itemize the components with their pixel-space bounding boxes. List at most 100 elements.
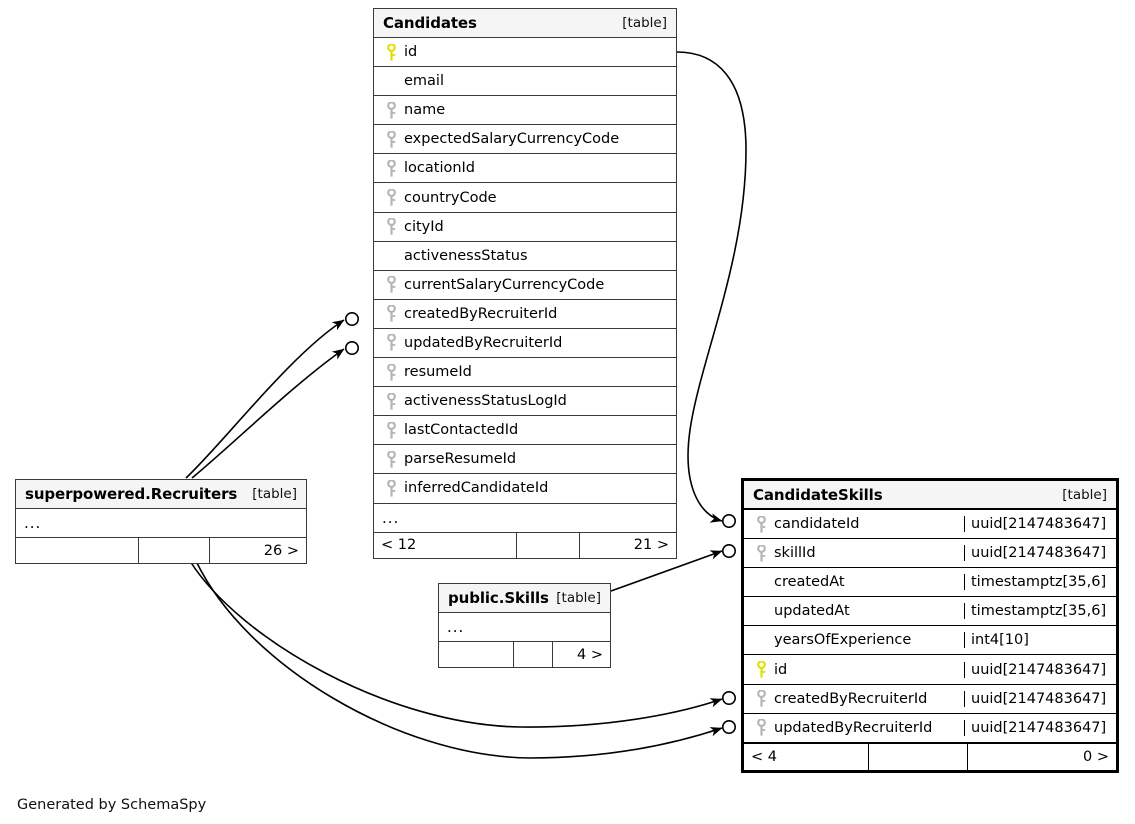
table-row[interactable]: currentSalaryCurrencyCode	[374, 271, 676, 300]
table-row[interactable]: inferredCandidateId	[374, 474, 676, 504]
table-row[interactable]: cityId	[374, 213, 676, 242]
column-cell: yearsOfExperience	[744, 632, 964, 648]
table-row[interactable]: countryCode	[374, 183, 676, 213]
column-cell: activenessStatusLogId	[374, 392, 676, 410]
table-row[interactable]: updatedByRecruiterId	[374, 329, 676, 359]
footer-left-count	[439, 642, 513, 667]
primary-key-icon	[752, 661, 770, 678]
footer-right-count[interactable]: 0 >	[1083, 748, 1109, 765]
column-cell: countryCode	[374, 189, 676, 206]
table-candidates-header: Candidates [table]	[374, 9, 676, 38]
footer-right-count[interactable]: 26 >	[263, 542, 299, 559]
table-row[interactable]: lastContactedId	[374, 416, 676, 446]
column-name: createdByRecruiterId	[404, 305, 558, 322]
column-cell: name	[374, 101, 676, 119]
table-row[interactable]: yearsOfExperience int4[10]	[744, 626, 1116, 656]
foreign-key-icon	[382, 479, 400, 497]
column-cell: resumeId	[374, 363, 676, 381]
column-type: uuid[2147483647]	[964, 719, 1116, 736]
column-name: activenessStatus	[404, 247, 528, 264]
table-row[interactable]: updatedByRecruiterId uuid[2147483647]	[744, 714, 1116, 743]
table-row[interactable]: locationId	[374, 154, 676, 184]
table-row[interactable]: expectedSalaryCurrencyCode	[374, 125, 676, 155]
table-skills-tag: [table]	[556, 590, 601, 606]
column-cell: id	[374, 43, 676, 61]
foreign-key-icon	[752, 719, 770, 736]
column-name: locationId	[404, 160, 476, 177]
footer-middle	[513, 642, 553, 667]
table-candidateskills[interactable]: CandidateSkills [table] candidateId uuid…	[741, 478, 1119, 773]
column-cell: createdByRecruiterId	[744, 690, 964, 707]
footer-left-count[interactable]: < 4	[751, 748, 777, 765]
footer-right-count[interactable]: 4 >	[577, 646, 603, 663]
column-name: updatedByRecruiterId	[774, 719, 933, 736]
column-cell: email	[374, 73, 676, 89]
column-name: parseResumeId	[404, 451, 517, 468]
table-row[interactable]: parseResumeId	[374, 445, 676, 475]
footer-right-count[interactable]: 21 >	[633, 537, 669, 553]
foreign-key-icon	[382, 276, 400, 293]
column-cell: createdByRecruiterId	[374, 305, 676, 322]
column-cell: updatedByRecruiterId	[744, 719, 964, 736]
table-row[interactable]: updatedAt timestamptz[35,6]	[744, 597, 1116, 627]
column-cell: skillId	[744, 544, 964, 562]
column-name: yearsOfExperience	[774, 632, 912, 649]
table-candidates-tag: [table]	[622, 15, 667, 31]
column-cell: cityId	[374, 218, 676, 235]
table-row[interactable]: createdByRecruiterId	[374, 300, 676, 329]
column-cell: id	[744, 661, 964, 678]
column-type: uuid[2147483647]	[964, 690, 1116, 707]
column-cell: activenessStatus	[374, 248, 676, 264]
column-cell: currentSalaryCurrencyCode	[374, 276, 676, 293]
foreign-key-icon	[752, 544, 770, 562]
column-cell: createdAt	[744, 574, 964, 590]
table-row[interactable]: createdByRecruiterId uuid[2147483647]	[744, 685, 1116, 714]
table-skills[interactable]: public.Skills [table] ... 4 >	[438, 583, 611, 668]
column-name: inferredCandidateId	[404, 480, 549, 497]
table-row[interactable]: activenessStatus	[374, 242, 676, 271]
more-columns-indicator: ...	[439, 613, 610, 642]
table-row[interactable]: resumeId	[374, 358, 676, 388]
column-name: currentSalaryCurrencyCode	[404, 276, 605, 293]
table-candidates-title: Candidates	[383, 14, 477, 32]
column-name: activenessStatusLogId	[404, 393, 567, 410]
foreign-key-icon	[752, 690, 770, 707]
column-name: countryCode	[404, 189, 497, 206]
column-name: createdAt	[774, 574, 845, 591]
column-type: uuid[2147483647]	[964, 661, 1116, 678]
table-row[interactable]: id	[374, 38, 676, 68]
table-candidates[interactable]: Candidates [table] id email name	[373, 8, 677, 559]
table-skills-title: public.Skills	[448, 589, 549, 607]
table-row[interactable]: createdAt timestamptz[35,6]	[744, 568, 1116, 598]
primary-key-icon	[382, 43, 400, 61]
column-name: candidateId	[774, 516, 860, 533]
table-row[interactable]: skillId uuid[2147483647]	[744, 539, 1116, 569]
foreign-key-icon	[382, 130, 400, 148]
table-row[interactable]: name	[374, 96, 676, 126]
table-row[interactable]: candidateId uuid[2147483647]	[744, 510, 1116, 540]
column-type: timestamptz[35,6]	[964, 603, 1116, 620]
footer-middle	[516, 532, 580, 558]
column-name: cityId	[404, 218, 444, 235]
foreign-key-icon	[382, 334, 400, 352]
table-recruiters-footer: 26 >	[16, 538, 306, 563]
column-type: uuid[2147483647]	[964, 516, 1116, 533]
foreign-key-icon	[382, 392, 400, 410]
column-name: updatedByRecruiterId	[404, 334, 563, 351]
table-row[interactable]: activenessStatusLogId	[374, 387, 676, 417]
column-name: resumeId	[404, 364, 472, 381]
column-cell: candidateId	[744, 515, 964, 533]
table-recruiters-header: superpowered.Recruiters [table]	[16, 480, 306, 509]
footer-left-count[interactable]: < 12	[381, 537, 417, 553]
column-type: uuid[2147483647]	[964, 545, 1116, 562]
foreign-key-icon	[382, 305, 400, 322]
table-candidateskills-header: CandidateSkills [table]	[744, 481, 1116, 510]
table-row[interactable]: email	[374, 67, 676, 97]
column-cell: lastContactedId	[374, 421, 676, 439]
table-row[interactable]: id uuid[2147483647]	[744, 655, 1116, 685]
table-recruiters[interactable]: superpowered.Recruiters [table] ... 26 >	[15, 479, 307, 564]
footer-middle	[868, 743, 968, 770]
foreign-key-icon	[382, 421, 400, 439]
table-skills-footer: 4 >	[439, 642, 610, 667]
column-name: email	[404, 73, 444, 90]
